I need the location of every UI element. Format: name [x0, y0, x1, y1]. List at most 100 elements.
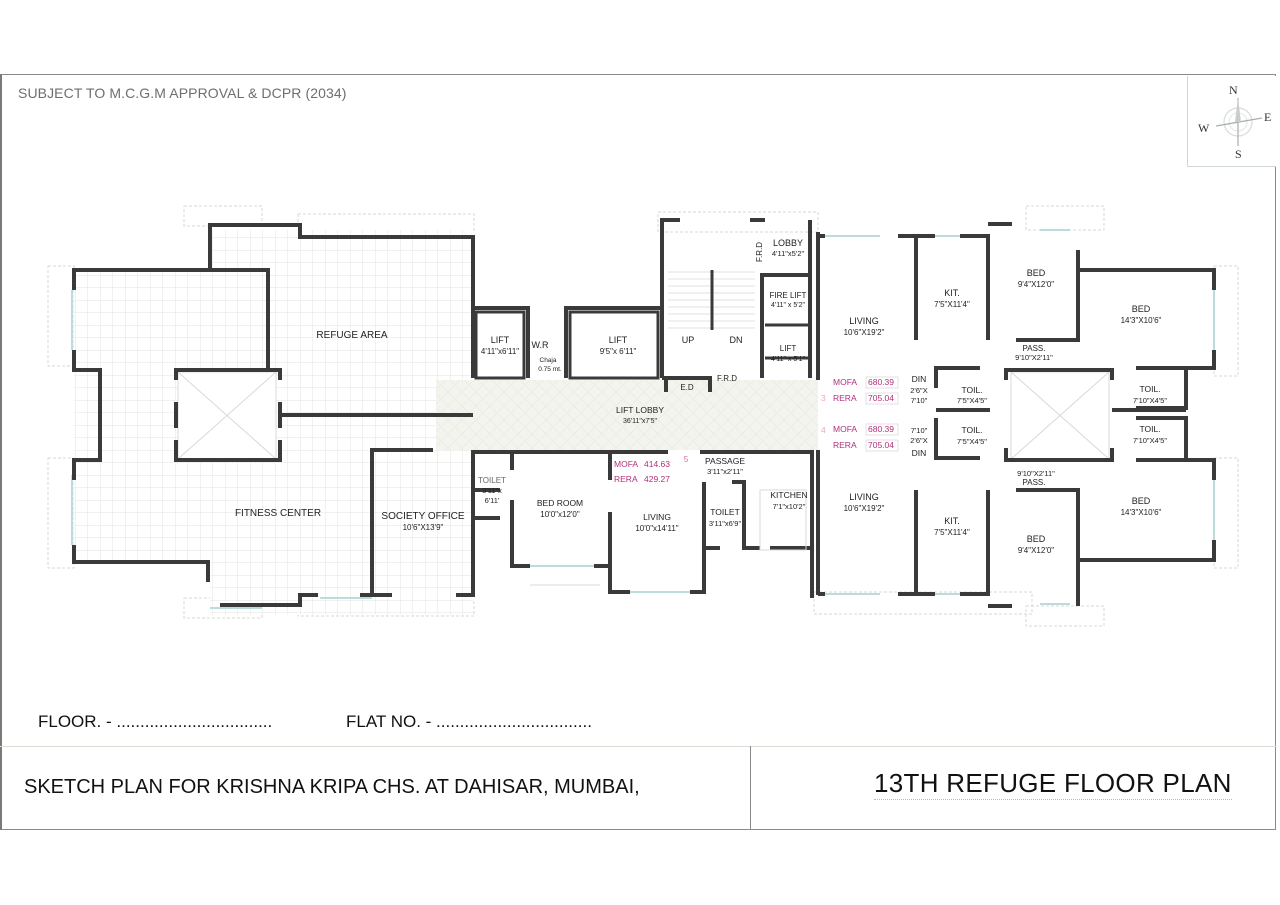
- flat-number-field: FLAT NO. - .............................…: [346, 712, 592, 731]
- flat4-bed-small-size: 9'4"X12'0": [1018, 546, 1054, 555]
- flat4-bed-large-label: BED: [1132, 496, 1151, 506]
- flat3-kit-label: KIT.: [944, 288, 960, 298]
- fitness-center-label: FITNESS CENTER: [235, 508, 321, 519]
- lift-3-size: 4'11" x 5'1": [771, 356, 805, 363]
- flat5-mofa-label: MOFA: [614, 459, 638, 469]
- flat3-area-labels: MOFA 680.39 3 RERA 705.04: [821, 376, 899, 405]
- flat4-area-labels: 4 MOFA 680.39 RERA 705.04: [821, 423, 899, 452]
- flat4-pass-label: PASS.: [1023, 478, 1046, 487]
- society-office-label: SOCIETY OFFICE: [381, 511, 464, 522]
- lobby-label: LOBBY: [773, 238, 803, 248]
- wr-label: W.R: [532, 340, 549, 350]
- flat3-toil-b-size: 7'10"X4'5": [1133, 396, 1167, 405]
- flat3-pass-size: 9'10"X2'11": [1015, 353, 1053, 362]
- flat4-rera-value: 705.04: [868, 440, 894, 450]
- flat5-rera-value: 429.27: [644, 474, 670, 484]
- flat5-living-size: 10'0"x14'11": [635, 524, 678, 533]
- flat4-bed-small-label: BED: [1027, 534, 1046, 544]
- flat4-rera-label: RERA: [833, 440, 857, 450]
- flat5-area-labels: MOFA 414.63 RERA 429.27: [614, 459, 670, 484]
- fire-lift-size: 4'11" x 5'2": [771, 302, 805, 309]
- lift-lobby-label: LIFT LOBBY: [616, 405, 664, 415]
- compass-rose: N S E W: [1187, 76, 1276, 167]
- flat3-toil-a-label: TOIL.: [961, 385, 982, 395]
- chaja-size: 0.75 mt.: [538, 366, 562, 373]
- approval-note: SUBJECT TO M.C.G.M APPROVAL & DCPR (2034…: [18, 85, 347, 101]
- flat4-toil-b-label: TOIL.: [1139, 424, 1160, 434]
- flat3-rera-label: RERA: [833, 393, 857, 403]
- ed-label: E.D: [680, 383, 694, 392]
- flat4-kit-size: 7'5"X11'4": [934, 528, 970, 537]
- flat5-rera-label: RERA: [614, 474, 638, 484]
- drawing-title: 13TH REFUGE FLOOR PLAN: [874, 768, 1232, 800]
- title-block: [0, 746, 1276, 830]
- project-title: SKETCH PLAN FOR KRISHNA KRIPA CHS. AT DA…: [24, 776, 640, 798]
- lift-lobby-floor: [436, 380, 818, 450]
- stair-up-label: UP: [682, 335, 695, 345]
- flat3-living-size: 10'6"X19'2": [844, 328, 885, 337]
- flat5-bedroom-label: BED ROOM: [537, 498, 583, 508]
- flat3-bed-large-size: 14'3"X10'6": [1121, 316, 1162, 325]
- compass-north-label: N: [1229, 83, 1238, 97]
- duct-cutouts: [177, 371, 1110, 460]
- flat3-living-label: LIVING: [849, 316, 879, 326]
- lift-lobby-size: 36'11"x7'5": [623, 418, 657, 425]
- flat4-kit-label: KIT.: [944, 516, 960, 526]
- flat5-toilet-a-size-1: 3'11"x: [482, 486, 502, 495]
- fire-lift-label: FIRE LIFT: [770, 291, 807, 300]
- flat5-mofa-value: 414.63: [644, 459, 670, 469]
- flat3-rera-value: 705.04: [868, 393, 894, 403]
- frd-label-1: F.R.D: [717, 374, 737, 383]
- frd-label-2: F.R.D: [755, 242, 764, 262]
- flat5-passage-size: 3'11"x2'11": [707, 467, 743, 476]
- flat5-toilet-b-size: 3'11"x6'9": [709, 519, 742, 528]
- flat4-toil-a-size: 7'5"X4'5": [957, 437, 987, 446]
- compass-east-label: E: [1264, 110, 1272, 124]
- flat3-bed-small-size: 9'4"X12'0": [1018, 280, 1054, 289]
- lift-1-label: LIFT: [491, 335, 510, 345]
- flat3-labels: LIVING 10'6"X19'2" KIT. 7'5"X11'4" BED 9…: [844, 268, 1168, 405]
- flat4-pass-size: 9'10"X2'11": [1017, 469, 1055, 478]
- flat4-bed-large-size: 14'3"X10'6": [1121, 508, 1162, 517]
- lift-2-label: LIFT: [609, 335, 628, 345]
- flat4-mofa-value: 680.39: [868, 424, 894, 434]
- flat3-kit-size: 7'5"X11'4": [934, 300, 970, 309]
- lift-2-size: 9'5"x 6'11": [600, 347, 637, 356]
- flat3-toil-b-label: TOIL.: [1139, 384, 1160, 394]
- chaja-label: Chaja: [540, 357, 557, 364]
- flat5-living-label: LIVING: [643, 512, 671, 522]
- flat3-mofa-label: MOFA: [833, 377, 857, 387]
- construction-lines: [530, 489, 807, 586]
- flat4-toil-b-size: 7'10"X4'5": [1133, 436, 1167, 445]
- flat4-toil-a-label: TOIL.: [961, 425, 982, 435]
- flat5-kitchen-size: 7'1"x10'2": [773, 502, 806, 511]
- flat3-din-size-1: 2'6"X: [910, 386, 927, 395]
- flat3-toil-a-size: 7'5"X4'5": [957, 396, 987, 405]
- flat4-number: 4: [821, 425, 826, 435]
- compass-west-label: W: [1198, 121, 1210, 135]
- stair-dn-label: DN: [730, 335, 743, 345]
- flat4-living-size: 10'6"X19'2": [844, 504, 885, 513]
- flat5-passage-label: PASSAGE: [705, 456, 745, 466]
- flat3-number: 3: [821, 393, 826, 403]
- floor-field: FLOOR. - ...............................…: [38, 712, 273, 731]
- refuge-area-label: REFUGE AREA: [316, 330, 387, 341]
- flat5-toilet-a-label: TOILET: [478, 476, 506, 485]
- lobby-size: 4'11"x5'2": [772, 249, 805, 258]
- flat3-din-size-2: 7'10": [911, 396, 928, 405]
- compass-icon: [1215, 98, 1263, 146]
- flat4-din-label: DIN: [912, 448, 927, 458]
- flat3-din-label: DIN: [912, 374, 927, 384]
- flat3-bed-large-label: BED: [1132, 304, 1151, 314]
- flat4-mofa-label: MOFA: [833, 424, 857, 434]
- flat4-din-size-2: 7'10": [911, 426, 928, 435]
- title-divider: [750, 746, 751, 830]
- flat3-bed-small-label: BED: [1027, 268, 1046, 278]
- flat5-number: 5: [684, 455, 689, 464]
- flat5-kitchen-label: KITCHEN: [770, 490, 807, 500]
- flat4-din-size-1: 2'6"X: [910, 436, 927, 445]
- flat5-toilet-a-size-2: 6'11': [485, 496, 500, 505]
- flat5-bedroom-size: 10'0"x12'0": [540, 510, 580, 519]
- lift-1-size: 4'11"x6'11": [481, 347, 519, 356]
